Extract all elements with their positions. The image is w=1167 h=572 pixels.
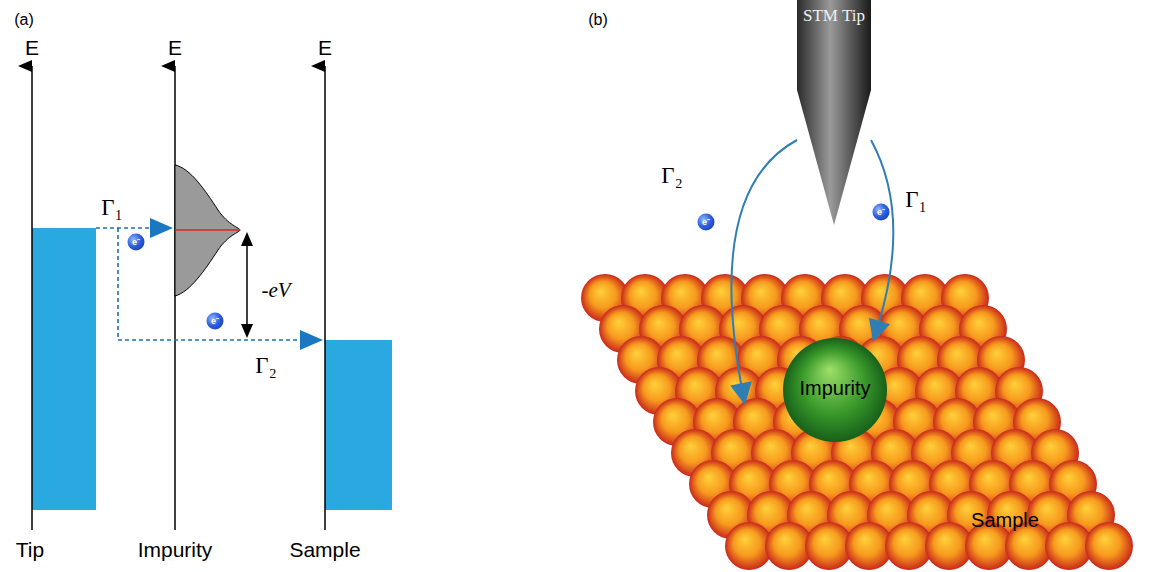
arrow-head	[300, 330, 323, 350]
text-label: E	[318, 36, 332, 60]
text-label: (a)	[14, 11, 34, 29]
impurity-axis	[174, 66, 176, 530]
text-label: Tip	[16, 538, 44, 562]
node-label: Impurity	[799, 377, 870, 400]
node-label: Sample	[971, 509, 1039, 532]
tunnel-path	[96, 227, 150, 229]
bias-arrow	[246, 244, 248, 326]
electron: e⁻	[873, 204, 890, 221]
text-label: E	[25, 36, 39, 60]
sample-band	[325, 340, 392, 510]
text-label: Γ₂	[255, 353, 276, 379]
arrow-head	[150, 218, 173, 238]
level-line	[175, 229, 240, 231]
node-label: STM Tip	[799, 6, 869, 26]
sample-node: Sample Impurity	[575, 265, 1165, 570]
tip-axis	[31, 66, 33, 530]
impurity-node: Impurity	[783, 338, 887, 442]
electron: e⁻	[207, 313, 224, 330]
text-label: Sample	[289, 538, 360, 562]
edge-label: Γ₂	[661, 163, 682, 189]
text-label: -eV	[261, 278, 290, 303]
tip-shape	[797, 0, 871, 225]
electron: e⁻	[128, 234, 145, 251]
impurity-level	[175, 165, 240, 296]
text-label: Impurity	[138, 538, 213, 562]
text-label: Γ₁	[101, 195, 122, 221]
edge-label: Γ₁	[905, 187, 926, 213]
tip-band	[32, 228, 96, 510]
electron: e⁻	[698, 214, 715, 231]
text-label: E	[168, 36, 182, 60]
tunneling-arrow	[730, 140, 797, 405]
tunneling-arrow	[869, 140, 893, 342]
tip-node: STM Tip	[797, 0, 871, 225]
text-label: (b)	[588, 11, 608, 29]
tunnel-path	[118, 228, 300, 340]
sample-axis	[324, 66, 326, 530]
